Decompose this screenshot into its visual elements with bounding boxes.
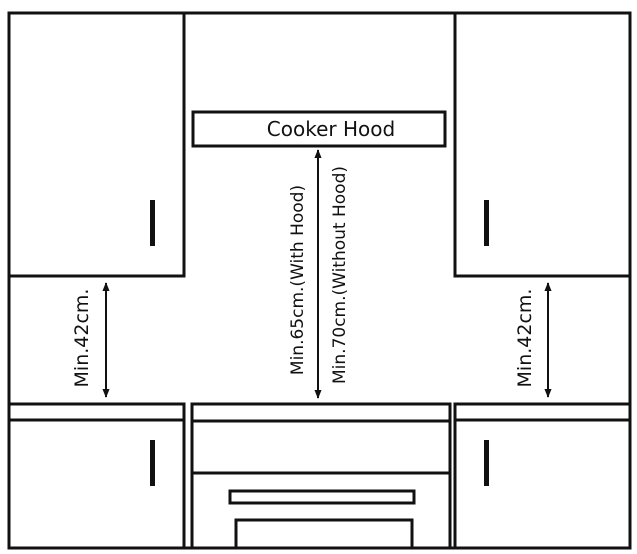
outer-frame xyxy=(7,11,632,550)
with-hood-label: Min.65cm.(With Hood) xyxy=(288,185,308,375)
left-upper-cabinet xyxy=(7,11,186,278)
right-lower-cabinet xyxy=(453,402,632,550)
oven-window xyxy=(234,518,414,548)
hood-label: Cooker Hood xyxy=(267,117,395,141)
left-lower-handle xyxy=(150,440,155,486)
cooker-hood: Cooker Hood xyxy=(191,110,447,148)
hood-height-dimension: Min.65cm.(With Hood) Min.70cm.(Without H… xyxy=(288,149,350,399)
right-upper-cabinet xyxy=(453,11,632,278)
oven-handle xyxy=(228,489,416,505)
right-lower-handle xyxy=(484,440,489,486)
right-clearance-label: Min.42cm. xyxy=(514,289,536,388)
without-hood-label: Min.70cm.(Without Hood) xyxy=(330,166,350,384)
left-clearance-dimension: Min.42cm. xyxy=(71,282,110,398)
left-lower-cabinet xyxy=(7,402,186,550)
oven-unit xyxy=(190,402,452,550)
right-upper-handle xyxy=(484,200,489,246)
right-clearance-dimension: Min.42cm. xyxy=(514,282,552,398)
left-upper-handle xyxy=(150,200,155,246)
left-clearance-label: Min.42cm. xyxy=(71,289,93,388)
